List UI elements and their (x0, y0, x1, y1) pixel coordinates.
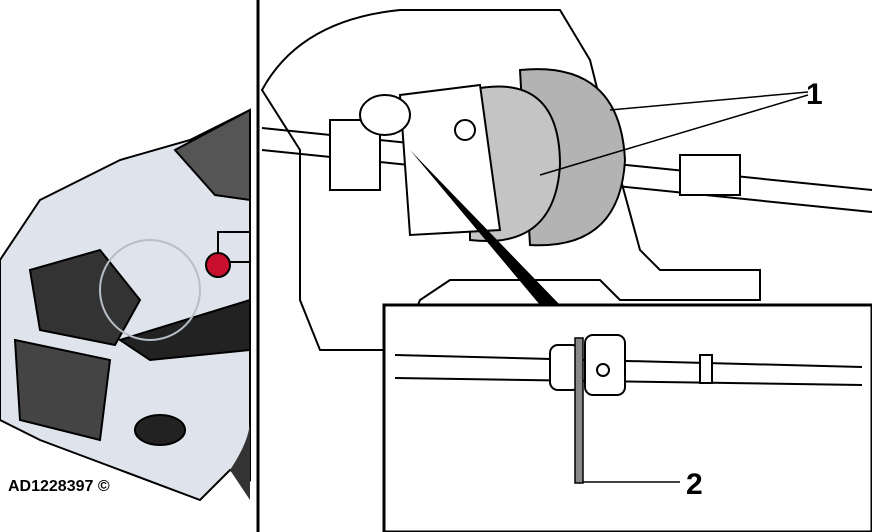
tool-2 (574, 337, 584, 484)
mechanism-view (260, 9, 872, 351)
callout-1: 1 (806, 78, 823, 111)
location-marker (205, 252, 231, 278)
car-front-view (0, 108, 251, 502)
leader-line-1a (609, 91, 809, 111)
reference-code: AD1228397 © (8, 478, 110, 495)
inset-detail (382, 303, 872, 532)
callout-2: 2 (686, 468, 703, 501)
leader-line-1b (539, 94, 809, 176)
